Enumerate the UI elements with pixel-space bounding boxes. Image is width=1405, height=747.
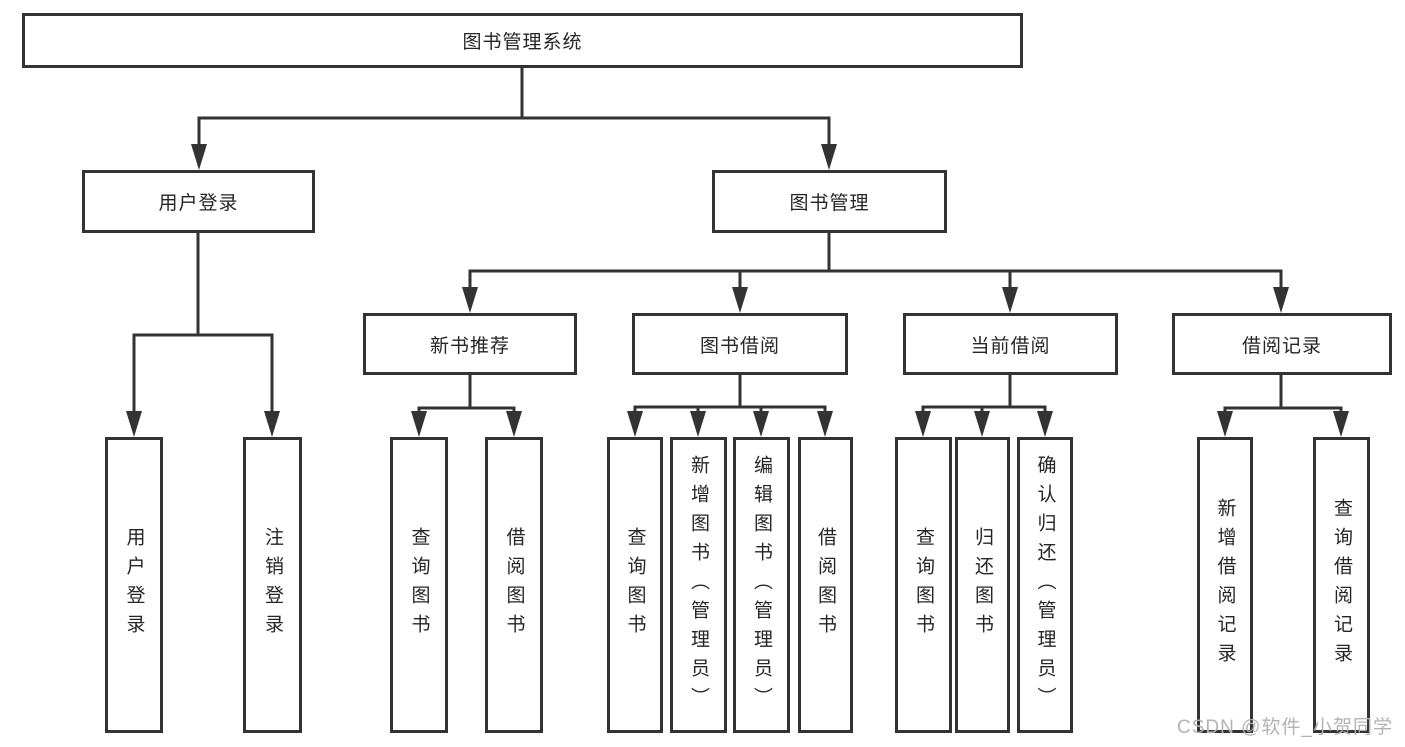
leaf-query-borrow-record: 查询借阅记录 (1313, 437, 1370, 733)
leaf-logout-login: 注销登录 (243, 437, 302, 733)
leaf-query-books-borrowing: 查询图书 (607, 437, 663, 733)
leaf-query-books-current: 查询图书 (895, 437, 952, 733)
arrowheads (126, 144, 1349, 437)
leaf-return-books: 归还图书 (955, 437, 1010, 733)
node-book-management: 图书管理 (712, 170, 947, 233)
leaf-confirm-return-admin: 确认归还（管理员） (1017, 437, 1073, 733)
leaf-query-books-newrec: 查询图书 (390, 437, 448, 733)
node-book-borrowing: 图书借阅 (632, 313, 848, 375)
node-user-login: 用户登录 (82, 170, 315, 233)
leaf-borrow-books-borrowing: 借阅图书 (798, 437, 853, 733)
node-library-management-system: 图书管理系统 (22, 13, 1023, 68)
node-borrowing-records: 借阅记录 (1172, 313, 1392, 375)
connector-bookborrow-to-leaves (633, 375, 827, 411)
node-current-borrowing: 当前借阅 (903, 313, 1118, 375)
leaf-add-books-admin: 新增图书（管理员） (670, 437, 727, 733)
node-new-book-recommendation: 新书推荐 (363, 313, 577, 375)
leaf-borrow-books-newrec: 借阅图书 (485, 437, 543, 733)
csdn-watermark: CSDN @软件_小贺同学 (1177, 717, 1393, 738)
leaf-edit-books-admin: 编辑图书（管理员） (733, 437, 790, 733)
connector-currentborrow-to-leaves (921, 375, 1047, 411)
leaf-add-borrow-record: 新增借阅记录 (1197, 437, 1253, 733)
connector-bookmgmt-to-level3 (468, 233, 1283, 287)
connector-userlogin-to-leaves (132, 233, 274, 411)
leaf-user-login: 用户登录 (105, 437, 163, 733)
connector-root-to-level2 (197, 68, 831, 146)
connector-records-to-leaves (1223, 375, 1343, 411)
connector-newrec-to-leaves (417, 375, 516, 411)
